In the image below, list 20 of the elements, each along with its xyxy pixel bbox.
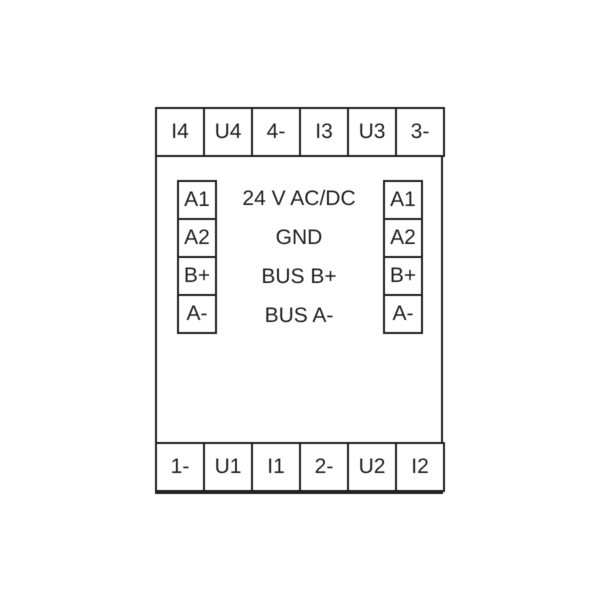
terminal: U2 [347,442,397,492]
terminal: A1 [383,180,423,220]
terminal: B+ [383,256,423,296]
terminal: 3- [395,107,445,157]
terminal: U1 [203,442,253,492]
signal-label: GND [276,225,322,251]
terminal: A2 [383,218,423,258]
terminal: I2 [395,442,445,492]
terminal: I1 [251,442,301,492]
terminal: A- [177,294,217,334]
signal-label: BUS A- [264,303,334,329]
terminal: 1- [155,442,205,492]
signal-label: 24 V AC/DC [242,186,356,212]
terminal: A1 [177,180,217,220]
terminal: B+ [177,256,217,296]
terminal: A2 [177,218,217,258]
device-housing [155,107,443,494]
terminal: A- [383,294,423,334]
signal-label: BUS B+ [261,264,337,290]
terminal: 2- [299,442,349,492]
